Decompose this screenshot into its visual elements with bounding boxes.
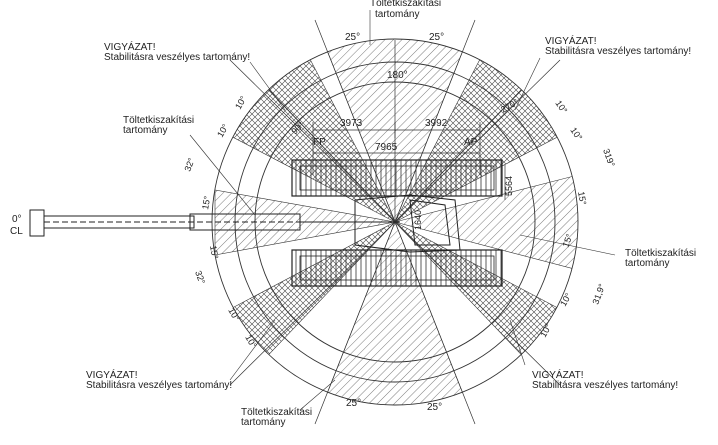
angle-right-319: 319° xyxy=(601,147,617,168)
angle-top-left: 25° xyxy=(345,32,360,43)
angle-bottom-left: 25° xyxy=(346,398,361,409)
angle-right-319b: 31,9° xyxy=(590,282,607,306)
bottom-region-label-2: tartomány xyxy=(241,417,285,428)
warning-bl-text: Stabilitásra veszélyes tartomány! xyxy=(86,380,232,391)
sector-right xyxy=(393,174,578,271)
angle-left-32b: 32° xyxy=(193,269,207,286)
angle-top-center: 180° xyxy=(387,70,408,81)
warning-tr-title: VIGYÁZAT! xyxy=(545,34,597,47)
angle-bottom-right: 25° xyxy=(427,402,442,413)
angle-ur-10b: 10° xyxy=(568,125,584,142)
warning-br-title: VIGYÁZAT! xyxy=(532,368,584,381)
right-region-label-2: tartomány xyxy=(625,258,669,269)
top-region-label-2: tartomány xyxy=(375,9,419,20)
centerline-label: CL xyxy=(10,226,23,237)
warning-bl-title: VIGYÁZAT! xyxy=(86,368,138,381)
angle-right-15: 15° xyxy=(576,191,588,207)
angle-left-15: 15° xyxy=(200,195,212,211)
angle-ul-10: 10° xyxy=(233,94,249,111)
left-region-label-1: Töltetkiszakítási xyxy=(123,115,194,126)
boom xyxy=(29,209,400,237)
warning-tl-text: Stabilitásra veszélyes tartomány! xyxy=(104,52,250,63)
dim-ap: AP xyxy=(464,137,478,148)
right-region-label-1: Töltetkiszakítási xyxy=(625,248,696,259)
leader-lines xyxy=(189,10,616,411)
warning-br-text: Stabilitásra veszélyes tartomány! xyxy=(532,380,678,391)
angle-left-32: 32° xyxy=(182,156,196,173)
dim-fp: FP xyxy=(313,137,326,148)
dim-center: 1640 xyxy=(413,210,423,230)
angle-top-right: 25° xyxy=(429,32,444,43)
dim-side: 5564 xyxy=(504,176,514,196)
angle-zero: 0° xyxy=(12,214,22,225)
angle-ul-10b: 10° xyxy=(215,122,231,139)
dim-total-span: 7965 xyxy=(375,142,398,153)
angle-ur-10: 10° xyxy=(553,98,569,115)
top-region-label-1: Töltetkiszakítási xyxy=(370,0,441,9)
warning-tr-text: Stabilitásra veszélyes tartomány! xyxy=(545,46,691,57)
left-region-label-2: tartomány xyxy=(123,125,167,136)
bottom-region-label-1: Töltetkiszakítási xyxy=(241,407,312,418)
angle-br-10: 10° xyxy=(558,291,574,308)
warning-tl-title: VIGYÁZAT! xyxy=(104,40,156,53)
track-bottom xyxy=(291,249,503,287)
dim-left-span: 3973 xyxy=(340,118,363,129)
track-top xyxy=(291,159,503,197)
dim-right-span: 3992 xyxy=(425,118,448,129)
angle-left-15b: 15° xyxy=(208,245,220,261)
angle-right-15b: 15° xyxy=(560,232,574,249)
outriggers xyxy=(291,159,503,287)
